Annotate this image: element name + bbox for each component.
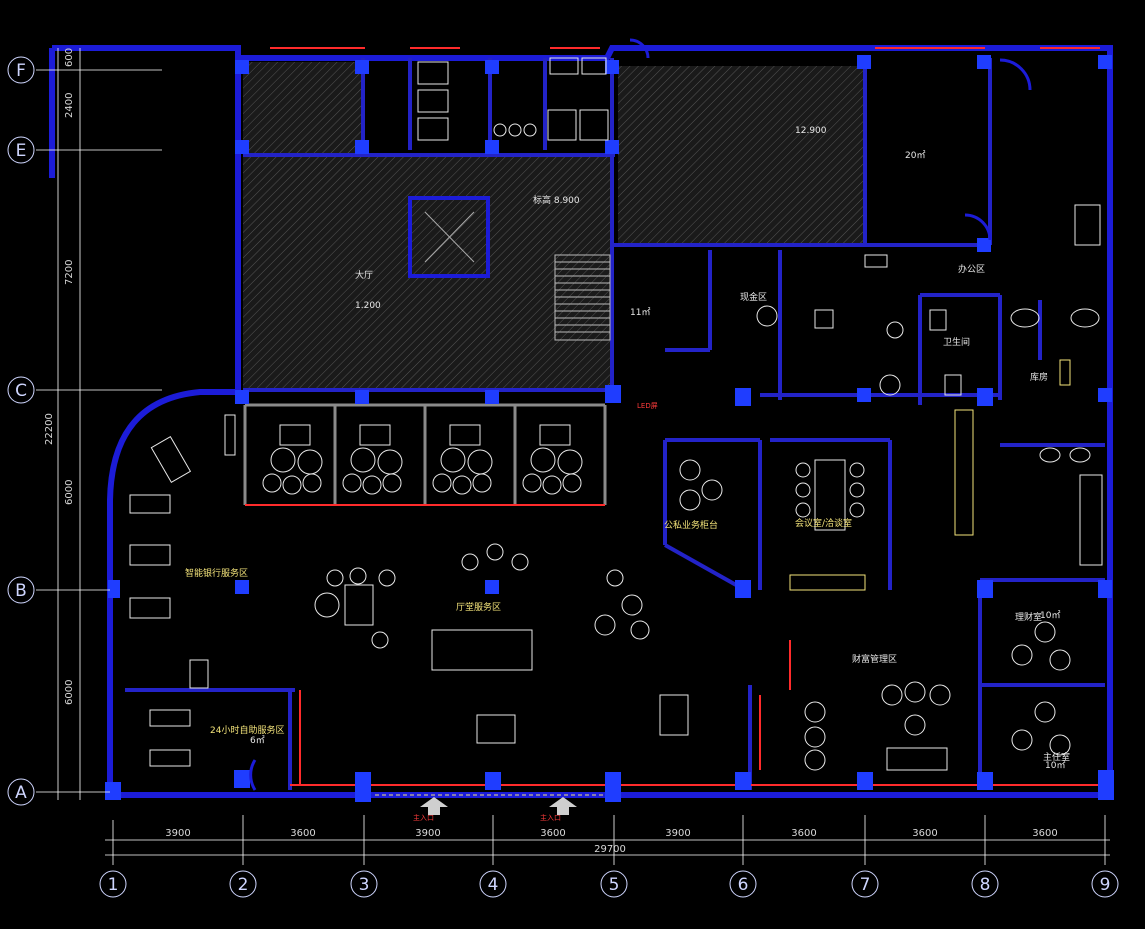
structural-columns bbox=[105, 55, 1114, 802]
room-area-10b: 10㎡ bbox=[1045, 760, 1065, 771]
axis-label-2: 2 bbox=[238, 875, 249, 895]
exterior-walls bbox=[49, 45, 1113, 798]
row-dimensions: 600 2400 7200 6000 6000 22200 bbox=[44, 48, 75, 705]
row-dim-7200: 7200 bbox=[64, 260, 75, 285]
label-hall-service: 厅堂服务区 bbox=[456, 601, 501, 613]
axis-label-A: A bbox=[15, 783, 27, 803]
row-dim-600: 600 bbox=[64, 48, 75, 67]
label-cash: 现金区 bbox=[740, 291, 767, 303]
label-entrance-a: 主入口 bbox=[413, 813, 434, 822]
entrance-arrow-a bbox=[420, 797, 448, 815]
col-dim-4: 3600 bbox=[540, 828, 565, 839]
axis-label-C: C bbox=[15, 381, 27, 401]
axis-label-B: B bbox=[15, 581, 27, 601]
label-wealth: 财富管理区 bbox=[852, 653, 897, 665]
yellow-trims bbox=[375, 359, 1071, 796]
overall-width: 29700 bbox=[594, 844, 626, 855]
row-axis-lines bbox=[36, 48, 162, 800]
cubicle-furniture bbox=[262, 424, 583, 495]
row-dim-2400: 2400 bbox=[64, 93, 75, 118]
axis-label-8: 8 bbox=[980, 875, 991, 895]
label-atrium-elev: 1.200 bbox=[355, 301, 381, 311]
row-dim-6000-b: 6000 bbox=[64, 480, 75, 505]
room-area-6: 6㎡ bbox=[250, 735, 265, 746]
col-dim-5: 3900 bbox=[665, 828, 690, 839]
axis-bubble-A bbox=[7, 778, 35, 806]
label-manager: 主任室 bbox=[1043, 751, 1070, 763]
entrance-arrows bbox=[420, 797, 577, 815]
hall-furniture bbox=[129, 414, 689, 767]
axis-bubble-F bbox=[7, 56, 35, 84]
label-counter: 公私业务柜台 bbox=[664, 519, 718, 531]
room-area-10a: 10㎡ bbox=[1040, 610, 1060, 621]
col-dim-1: 3900 bbox=[165, 828, 190, 839]
hatched-zones bbox=[243, 62, 863, 389]
office-furniture bbox=[679, 204, 1103, 771]
column-dimensions: 3900 3600 3900 3600 3900 3600 3600 3600 … bbox=[165, 828, 1057, 855]
col-dim-3: 3900 bbox=[415, 828, 440, 839]
cubicle-walls bbox=[243, 403, 607, 505]
row-dim-total: 22200 bbox=[44, 413, 55, 445]
label-elev-top: 12.900 bbox=[795, 126, 827, 136]
column-axis-labels: 1 2 3 4 5 6 7 8 9 bbox=[108, 875, 1111, 895]
axis-bubble-B bbox=[7, 576, 35, 604]
label-stair-elev: 标高 8.900 bbox=[533, 194, 580, 206]
row-dim-6000-a: 6000 bbox=[64, 680, 75, 705]
axis-label-6: 6 bbox=[738, 875, 749, 895]
room-area-11: 11㎡ bbox=[630, 307, 650, 318]
label-led: LED屏 bbox=[637, 402, 658, 410]
col-dim-7: 3600 bbox=[912, 828, 937, 839]
axis-label-7: 7 bbox=[860, 875, 871, 895]
axis-label-9: 9 bbox=[1100, 875, 1111, 895]
label-finance: 理财室 bbox=[1015, 611, 1042, 623]
axis-label-1: 1 bbox=[108, 875, 119, 895]
axis-label-3: 3 bbox=[359, 875, 370, 895]
room-labels: 20㎡ 12.900 标高 8.900 1.200 11㎡ 10㎡ 10㎡ 6㎡… bbox=[185, 126, 1070, 822]
stair bbox=[554, 254, 611, 341]
label-storage: 库房 bbox=[1030, 371, 1048, 383]
axis-label-E: E bbox=[16, 141, 27, 161]
label-smart-bank: 智能银行服务区 bbox=[185, 567, 248, 579]
axis-bubble-C bbox=[7, 376, 35, 404]
room-area-20: 20㎡ bbox=[905, 150, 925, 161]
label-lobby: 大厅 bbox=[355, 269, 373, 281]
column-dimension-lines bbox=[105, 815, 1110, 865]
glass-partitions bbox=[245, 47, 1105, 786]
label-entrance-b: 主入口 bbox=[540, 813, 561, 822]
label-self-service: 24小时自助服务区 bbox=[210, 724, 284, 736]
doors bbox=[249, 38, 1032, 791]
axis-label-5: 5 bbox=[609, 875, 620, 895]
col-dim-2: 3600 bbox=[290, 828, 315, 839]
axis-label-F: F bbox=[16, 61, 26, 81]
label-meeting: 会议室/洽谈室 bbox=[795, 517, 852, 529]
col-dim-8: 3600 bbox=[1032, 828, 1057, 839]
row-axis-labels: F E C B A bbox=[15, 61, 27, 803]
axis-bubble-E bbox=[7, 136, 35, 164]
elevator bbox=[408, 196, 490, 278]
row-axis-bubbles bbox=[7, 56, 35, 806]
column-axis-bubbles bbox=[99, 870, 1119, 898]
entrance-arrow-b bbox=[549, 797, 577, 815]
toilet-fixtures bbox=[417, 57, 1100, 463]
label-office: 办公区 bbox=[958, 263, 985, 275]
label-toilet: 卫生间 bbox=[943, 336, 970, 348]
col-dim-6: 3600 bbox=[791, 828, 816, 839]
axis-label-4: 4 bbox=[488, 875, 499, 895]
